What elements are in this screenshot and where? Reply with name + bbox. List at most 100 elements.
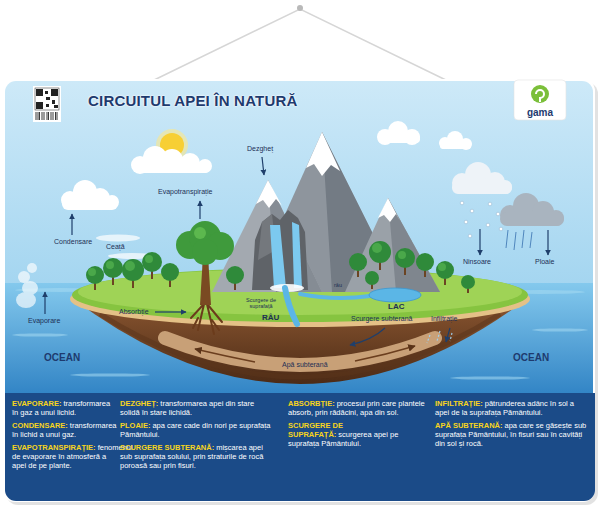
snowflakes	[468, 234, 472, 238]
rocks-waterfall	[252, 210, 308, 290]
rain-cloud	[500, 212, 564, 226]
board	[3, 79, 595, 502]
ocean-waves	[450, 376, 530, 379]
definition-column: EVAPORARE:transformarea în gaz a unui li…	[12, 399, 116, 474]
definition-term: EVAPOTRANSPIRAȚIE:	[12, 443, 96, 452]
trees	[369, 241, 391, 263]
process-label: Evapotranspirație	[158, 188, 212, 196]
mountains	[345, 198, 440, 292]
groundwater-flow	[355, 346, 415, 361]
tree-roots	[191, 300, 222, 334]
process-label: Absorbție	[119, 308, 149, 316]
definition-column: DEZGHEȚ:transformarea apei din stare sol…	[120, 399, 275, 474]
evaporation-steam	[18, 271, 30, 283]
white-clouds	[135, 162, 210, 173]
qr-code	[36, 102, 43, 109]
definition-column: ABSORBȚIE:procesul prin care plantele ab…	[288, 399, 428, 452]
process-label: LAC	[388, 303, 404, 312]
trees	[398, 251, 406, 259]
process-label: Condensare	[54, 238, 92, 246]
definition: PLOAIE:apa care cade din nori pe suprafa…	[120, 421, 275, 439]
snowflakes	[488, 202, 492, 206]
trees	[349, 253, 367, 271]
process-label: Ninsoare	[463, 258, 491, 266]
snow-cloud	[452, 162, 512, 194]
trees	[86, 266, 104, 284]
process-label: Ploaie	[535, 258, 554, 266]
sky	[5, 81, 593, 291]
logo-box	[514, 80, 566, 120]
snowflakes	[460, 201, 503, 238]
board	[3, 79, 598, 505]
trees	[145, 255, 153, 263]
rain-cloud	[500, 193, 564, 226]
definition: INFILTRAȚIE:pătrunderea adânc în sol a a…	[435, 399, 587, 417]
qr-code	[51, 89, 58, 96]
process-arrows	[44, 292, 45, 314]
hanging-string	[150, 9, 450, 82]
rivers-lake	[285, 288, 297, 324]
snowflakes	[460, 201, 464, 205]
trees	[372, 243, 382, 253]
qr-code	[54, 105, 58, 108]
evaporation-steam	[27, 263, 37, 273]
process-label: râu	[334, 282, 342, 288]
snowflakes	[464, 220, 468, 224]
scene	[5, 81, 593, 398]
process-arrows	[479, 229, 480, 255]
process-arrows	[199, 201, 200, 219]
rivers-lake	[285, 288, 421, 324]
trees	[86, 241, 475, 289]
snow-cloud	[452, 181, 512, 194]
qr-code	[33, 86, 61, 122]
mountains	[306, 132, 340, 176]
logo-box	[536, 90, 544, 102]
trees	[226, 266, 244, 284]
trees	[86, 221, 475, 305]
trees	[142, 252, 162, 272]
definition: CONDENSARE:transformarea în lichid a unu…	[12, 421, 116, 439]
rain	[506, 230, 532, 250]
process-arrows	[547, 230, 548, 255]
evaporation-steam	[16, 263, 38, 308]
mountains	[388, 198, 440, 292]
hanging-string	[150, 5, 450, 82]
groundwater-flow	[195, 349, 255, 362]
logo-box	[514, 80, 566, 120]
trees	[122, 259, 144, 281]
process-label: Apă subterană	[282, 361, 328, 369]
definition-term: DEZGHEȚ:	[120, 399, 158, 408]
process-label: OCEAN	[513, 352, 549, 363]
poster-title: CIRCUITUL APEI ÎN NATURĂ	[88, 92, 298, 109]
evaporation-steam	[22, 281, 38, 295]
definition: EVAPORARE:transformarea în gaz a unui li…	[12, 399, 116, 417]
definition-term: PLOAIE:	[120, 421, 150, 430]
snowflakes	[470, 209, 474, 213]
definition: EVAPOTRANSPIRAȚIE:fenomenul de evaporare…	[12, 443, 116, 470]
tree-roots	[191, 300, 222, 334]
trees	[125, 261, 135, 271]
qr-code	[45, 91, 48, 94]
qr-code	[36, 112, 57, 120]
ocean-waves	[12, 333, 68, 336]
trees	[416, 253, 434, 271]
definition: ABSORBȚIE:procesul prin care plantele ab…	[288, 399, 428, 417]
definitions-band: EVAPORARE:transformarea în gaz a unui li…	[5, 393, 595, 501]
process-label: Ceață	[106, 243, 125, 251]
definition-term: CONDENSARE:	[12, 421, 68, 430]
rocks-waterfall	[252, 210, 308, 292]
qr-code	[36, 89, 43, 96]
trees	[438, 263, 446, 271]
definition-term: SCURGERE SUBTERANĂ:	[120, 443, 214, 452]
definition-term: APĂ SUBTERANĂ:	[435, 421, 503, 430]
hanging-string	[297, 5, 303, 11]
logo-text: gama	[514, 107, 566, 118]
trees	[103, 258, 123, 278]
rocks-waterfall	[292, 222, 302, 288]
white-clouds	[61, 121, 472, 210]
definition-term: INFILTRAȚIE:	[435, 399, 483, 408]
qr-code	[46, 104, 49, 107]
ocean-waves	[70, 373, 150, 376]
trees	[194, 227, 206, 239]
definition: SCURGERE SUBTERANĂ:mișcarea apei sub sup…	[120, 443, 275, 470]
